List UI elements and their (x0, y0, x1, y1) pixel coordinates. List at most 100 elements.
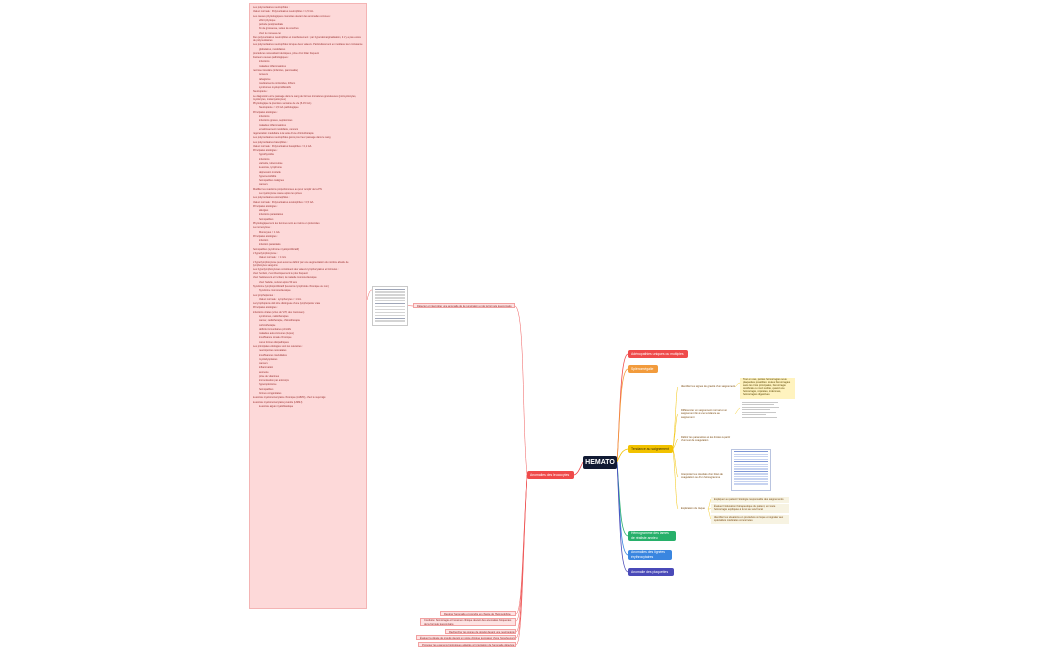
connector-item1 (672, 386, 679, 450)
note-line: chez l'adolescent et l'enfant, la maladi… (253, 276, 317, 280)
note-line: période postprandiale (259, 23, 284, 27)
note-line: Principales étiologies : (253, 204, 278, 208)
note-line: chez l'enfant, c'est théoriquement le pl… (253, 272, 308, 276)
saignement-item3[interactable]: Définir les paramètres et les limites à … (681, 436, 731, 443)
note-line: hémopathies malignes (259, 179, 285, 183)
note-line: L'hyperlymphocytose peut aussi se défini… (253, 260, 349, 267)
leucocytes-bottom-2[interactable]: Conduite: hémorragie et l'examen cliniqu… (420, 618, 516, 626)
connector-item5 (672, 448, 679, 510)
note-line: Les lymphopénies : (253, 293, 275, 297)
note-line: infections (259, 114, 270, 118)
note-line: Des polynucléaires neutrophiles et manif… (253, 35, 361, 43)
note-line: Valeur normale : Polynucléaires éosinoph… (253, 200, 314, 204)
branch-erythrocytaires[interactable]: Anomalies des lignées érythrocytaires (628, 550, 672, 560)
note-line: Syndrome lymphoprolifératif (leucémie ly… (253, 285, 329, 288)
note-line: prise de vitamines (259, 374, 280, 378)
note-line: myélodysplasies (259, 357, 278, 361)
item1-note: Tout en cas, petites hémorragies sous pl… (740, 378, 795, 399)
branch-plaquettes[interactable]: Anomalie des plaquettes (628, 568, 674, 576)
connector-leucocytes (573, 461, 584, 476)
connector-erythrocytaires (616, 461, 629, 556)
note-line: Les hyperlymphocytoses constituent des v… (253, 267, 339, 271)
note-line: infections parasitaires (259, 213, 284, 217)
note-line: Syndrome mononucléosique (259, 289, 291, 293)
note-line: Physiologique la première semaine de vie… (253, 102, 312, 106)
note-line: Monocytes < 1 G/L (259, 230, 281, 234)
connector-item2 (672, 413, 679, 450)
note-line: déficits immunitaires primitifs (259, 327, 291, 331)
note-line: tabagisme (259, 77, 271, 81)
note-line: hémopathies (syndrome myéloprolifératif) (253, 247, 299, 251)
note-line: Principales étiologies : (253, 306, 278, 310)
note-line: dépression mortelle (259, 170, 281, 174)
connector-item3 (672, 438, 679, 450)
note-line: Modifier les réactions proportionnées au… (253, 187, 322, 191)
note-line: infection (259, 239, 269, 243)
note-line: Les polynucléaires neutrophiles lorsque … (253, 43, 363, 47)
note-line: Les principales étiologies sont les suiv… (253, 344, 303, 348)
note-line: allergies (259, 209, 269, 213)
item2-text-thumbnail (740, 400, 780, 423)
leucocytes-bottom-5[interactable]: Proposer les examens biologiques adaptés… (418, 642, 516, 647)
note-line: infections graves, septicémies (259, 119, 293, 123)
note-line: hypothyroïdie (259, 153, 275, 157)
saignement-item5[interactable]: Explication du risque (681, 507, 705, 510)
note-line: infections virales (virus du VIH, des zo… (253, 310, 305, 314)
note-line: L'hyperlymphocytose : (253, 251, 278, 255)
note-line: Les polynucléaires neutrophiles : (253, 6, 290, 9)
note-line: hémopathies (259, 387, 274, 391)
note-line: hypersplénisme (259, 383, 277, 387)
item5-c[interactable]: Identifier les situations en procédure à… (711, 515, 789, 524)
note-line: Valeur normale : Polynucléaires neutroph… (253, 10, 314, 14)
item5-b[interactable]: Évaluer l'éducation thérapeutique du pat… (711, 504, 789, 513)
note-line: infections (259, 157, 270, 161)
note-line: inflammation (259, 366, 274, 370)
note-line: Physiologiquement les femmes sont au moi… (253, 221, 320, 225)
note-line: insuffisances médullaires (259, 353, 287, 357)
saignement-item4[interactable]: Interpréter les résultats d'un bilan de … (681, 473, 723, 480)
note-line: Valeur normale : Polynucléaires basophil… (253, 144, 312, 148)
note-line: maladies inflammatoires (259, 123, 286, 127)
note-line: corticothérapie (259, 323, 276, 327)
note-line: globulaires, médullaires (259, 47, 286, 51)
note-line: Facteurs causes pathologiques : (253, 56, 289, 60)
note-line: cancers (259, 362, 268, 366)
note-line: hémopathies (259, 217, 274, 221)
leucocytes-bottom-4[interactable]: Évaluer la dégée de gravité devant un si… (416, 635, 516, 640)
note-line: chez l'adulte, surtout après 50 ans (259, 280, 298, 284)
note-line: chez le nouveau-né (259, 31, 281, 35)
branch-splenomegalie[interactable]: Splénomégalie (628, 365, 658, 373)
leucocytes-detecter[interactable]: Détecter et interpréter une anomalie de … (413, 303, 515, 308)
note-line: Neutropénie : (253, 90, 269, 94)
note-line: effort physique (259, 18, 276, 22)
branch-saignement[interactable]: Tendance au saignement (628, 445, 673, 453)
item4-table-thumbnail (731, 449, 771, 491)
note-line: syndromes myéloprolifératifs (259, 86, 291, 90)
note-line: médicaments corticoïdes, lithium (259, 81, 296, 85)
note-line: infections (259, 60, 270, 64)
root-node[interactable]: HEMATO (583, 456, 617, 469)
note-line: syndromes, radiothérapies (259, 314, 289, 318)
saignement-item1[interactable]: Identifier les signes de gravité d'un sa… (681, 385, 735, 388)
branch-adenopathies[interactable]: Adénopathies uniques ou multiples (628, 350, 688, 358)
note-line: La monocytose : (253, 226, 272, 230)
branch-leucocytes[interactable]: Anomalies des leucocytes (527, 471, 574, 479)
connector-item4 (672, 448, 679, 478)
leucocytes-table-thumbnail (372, 286, 408, 326)
note-line: Principales étiologies : (253, 110, 278, 114)
note-line: formes congénitales (259, 392, 282, 396)
note-line: leucémie, lymphome (259, 166, 282, 170)
note-line: Principales étiologies : (253, 149, 278, 153)
note-line: Les polynucléaires neutrophiles gérés po… (253, 136, 331, 140)
saignement-item2[interactable]: Différencier un saignement normal et un … (681, 409, 728, 419)
note-line: leucémie myélomonocytaire chronique (LMM… (253, 396, 326, 400)
leucocytes-bottom-1[interactable]: Repérer l'anomalie et prendre en charge … (440, 611, 516, 616)
branch-hemolyse[interactable]: Hémogramme des lames de réaliste anxieu (628, 531, 676, 541)
item5-a[interactable]: Expliquer au patient l'étiologie respons… (711, 497, 789, 503)
note-line: régénération médullaire à la suite d'une… (253, 132, 314, 136)
note-line: nécrose tissulaire (infarctus, pancréati… (253, 69, 299, 73)
leucocytes-bottom-3[interactable]: Rechercher les signes de gravité devant … (445, 629, 516, 634)
note-line: neutropénies néonatales (259, 349, 287, 353)
note-line: La myélocytose cause après les prises (259, 192, 302, 195)
